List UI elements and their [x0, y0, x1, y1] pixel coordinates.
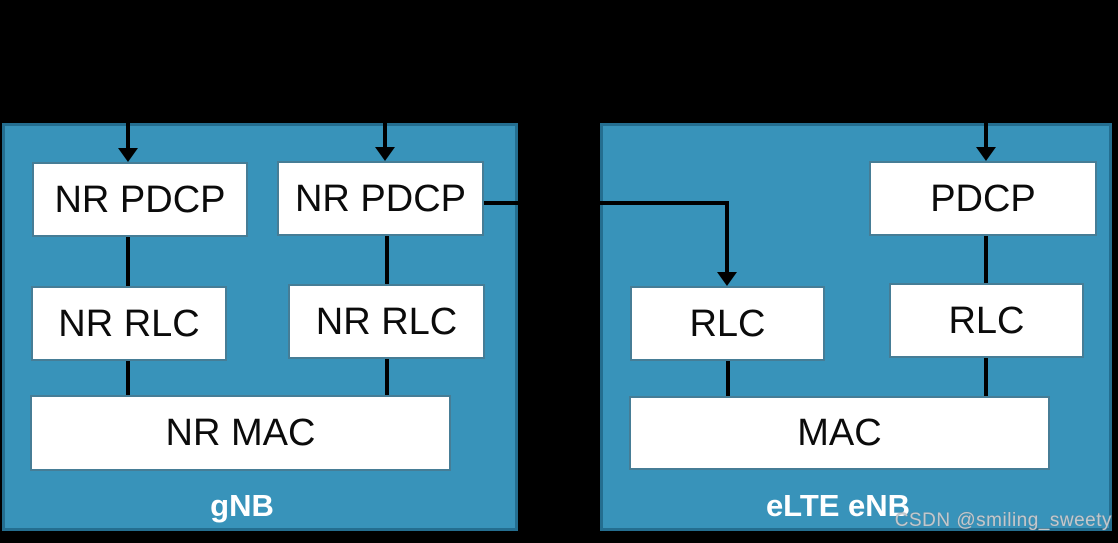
- rlc-2-label: RLC: [948, 299, 1025, 342]
- arrowhead-split-bearer-down-to-rlc-1: [717, 272, 737, 286]
- gnb-label: gNB: [210, 488, 274, 523]
- connector-nr-rlc-1-to-nr-mac: [126, 361, 130, 395]
- nr-rlc-2-label: NR RLC: [315, 300, 458, 343]
- connector-nr-pdcp-1-to-nr-rlc-1: [126, 237, 130, 286]
- connector-arrow-into-nr-pdcp-2: [383, 123, 387, 148]
- nr-pdcp-2-label: NR PDCP: [294, 177, 467, 220]
- arrowhead-arrow-into-nr-pdcp-2: [375, 147, 395, 161]
- box-nr-pdcp-1: NR PDCP: [32, 162, 248, 237]
- connector-rlc-2-to-mac: [984, 358, 988, 396]
- connector-arrow-into-nr-pdcp-1: [126, 123, 130, 149]
- box-rlc-2: RLC: [889, 283, 1084, 358]
- box-mac: MAC: [629, 396, 1050, 470]
- rlc-1-label: RLC: [689, 302, 766, 345]
- connector-nr-pdcp-2-to-nr-rlc-2: [385, 236, 389, 284]
- mac-label: MAC: [797, 412, 882, 454]
- elte-enb-label: eLTE eNB: [765, 488, 911, 523]
- connector-split-bearer-down-to-rlc-1: [725, 203, 729, 273]
- arrowhead-arrow-into-nr-pdcp-1: [118, 148, 138, 162]
- box-nr-rlc-1: NR RLC: [31, 286, 227, 361]
- box-rlc-1: RLC: [630, 286, 825, 361]
- box-nr-rlc-2: NR RLC: [288, 284, 485, 359]
- arrowhead-arrow-into-pdcp: [976, 147, 996, 161]
- connector-nr-rlc-2-to-nr-mac: [385, 359, 389, 395]
- connector-rlc-1-to-mac: [726, 361, 730, 396]
- nr-rlc-1-label: NR RLC: [58, 302, 200, 345]
- connector-arrow-into-pdcp: [984, 123, 988, 148]
- connector-split-bearer-into-elte: [600, 201, 729, 205]
- nr-pdcp-1-label: NR PDCP: [54, 178, 226, 221]
- box-pdcp: PDCP: [869, 161, 1097, 236]
- csdn-watermark: CSDN @smiling_sweety: [894, 510, 1112, 531]
- connector-pdcp-to-rlc-2: [984, 236, 988, 283]
- pdcp-label: PDCP: [930, 177, 1036, 220]
- connector-nr-pdcp-2-out-to-edge: [484, 201, 518, 205]
- box-nr-pdcp-2: NR PDCP: [277, 161, 484, 236]
- nr-mac-label: NR MAC: [165, 412, 316, 454]
- box-nr-mac: NR MAC: [30, 395, 451, 471]
